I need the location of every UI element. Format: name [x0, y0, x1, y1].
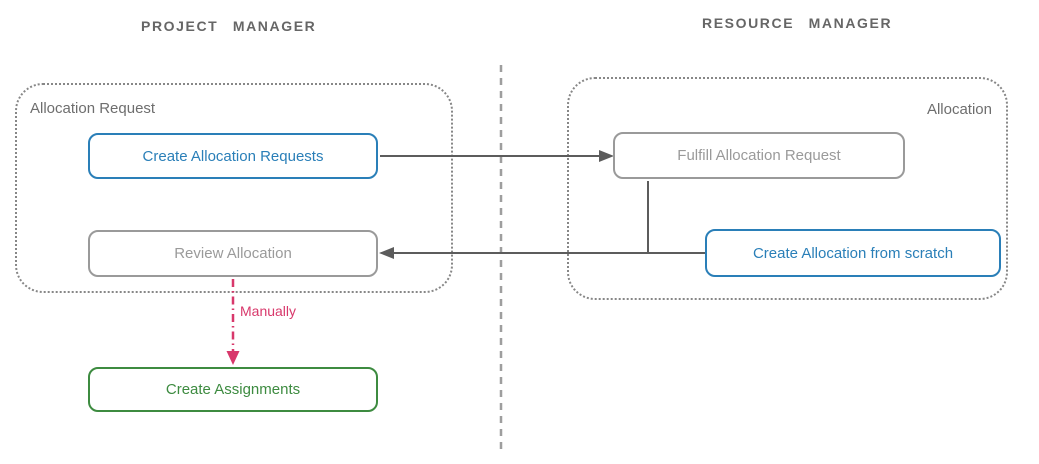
group-allocation-label: Allocation: [926, 101, 992, 118]
edge-label-manually: Manually: [240, 303, 297, 319]
review-allocation-node[interactable]: Review Allocation: [88, 230, 378, 277]
create-allocation-from-scratch-node[interactable]: Create Allocation from scratch: [705, 229, 1001, 277]
group-allocation: Allocation: [567, 77, 1008, 300]
lane-title-resource-manager: RESOURCE MANAGER: [702, 15, 893, 31]
fulfill-allocation-request-node[interactable]: Fulfill Allocation Request: [613, 132, 905, 179]
lane-title-project-manager: PROJECT MANAGER: [141, 18, 317, 34]
create-assignments-node[interactable]: Create Assignments: [88, 367, 378, 412]
create-allocation-requests-node[interactable]: Create Allocation Requests: [88, 133, 378, 179]
group-allocation-request-label: Allocation Request: [30, 100, 156, 117]
arrowhead-down-pink-icon: [226, 351, 240, 365]
